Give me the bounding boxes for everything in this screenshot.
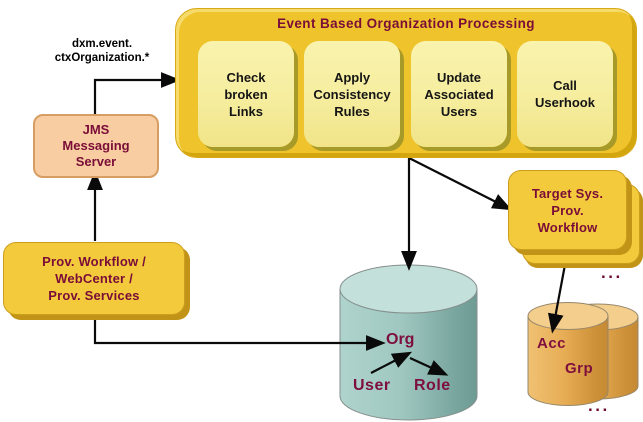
arrow-processing-to-target <box>408 157 513 211</box>
jms-messaging-server-box: JMS Messaging Server <box>33 114 159 178</box>
ellipsis-target: ... <box>601 263 623 282</box>
arrow-prov-to-org <box>93 314 386 351</box>
prov-workflow-box: Prov. Workflow / WebCenter / Prov. Servi… <box>3 242 185 315</box>
org-label: Org <box>386 331 415 348</box>
arrow-org-to-role <box>409 357 449 376</box>
step-check-broken-links: Check broken Links <box>198 41 294 147</box>
arrow-target-to-acc <box>547 253 569 334</box>
step-update-associated-users: Update Associated Users <box>411 41 507 147</box>
event-topic-label: dxm.event. ctxOrganization.* <box>54 38 150 64</box>
ellipsis-acc: ... <box>588 396 610 415</box>
step-apply-consistency-rules: Apply Consistency Rules <box>304 41 400 147</box>
event-processing-title: Event Based Organization Processing <box>277 16 535 31</box>
acc-database-cylinder <box>527 302 609 406</box>
user-label: User <box>353 377 391 394</box>
arrow-jms-to-processing <box>93 72 181 114</box>
step-call-userhook: Call Userhook <box>517 41 613 147</box>
acc-label: Acc <box>537 335 567 352</box>
arrow-user-to-org <box>370 351 413 374</box>
grp-label: Grp <box>565 360 594 377</box>
role-label: Role <box>414 377 451 394</box>
target-sys-workflow-box: Target Sys. Prov. Workflow <box>508 170 627 250</box>
event-processing-container: Event Based Organization Processing Chec… <box>175 8 637 158</box>
